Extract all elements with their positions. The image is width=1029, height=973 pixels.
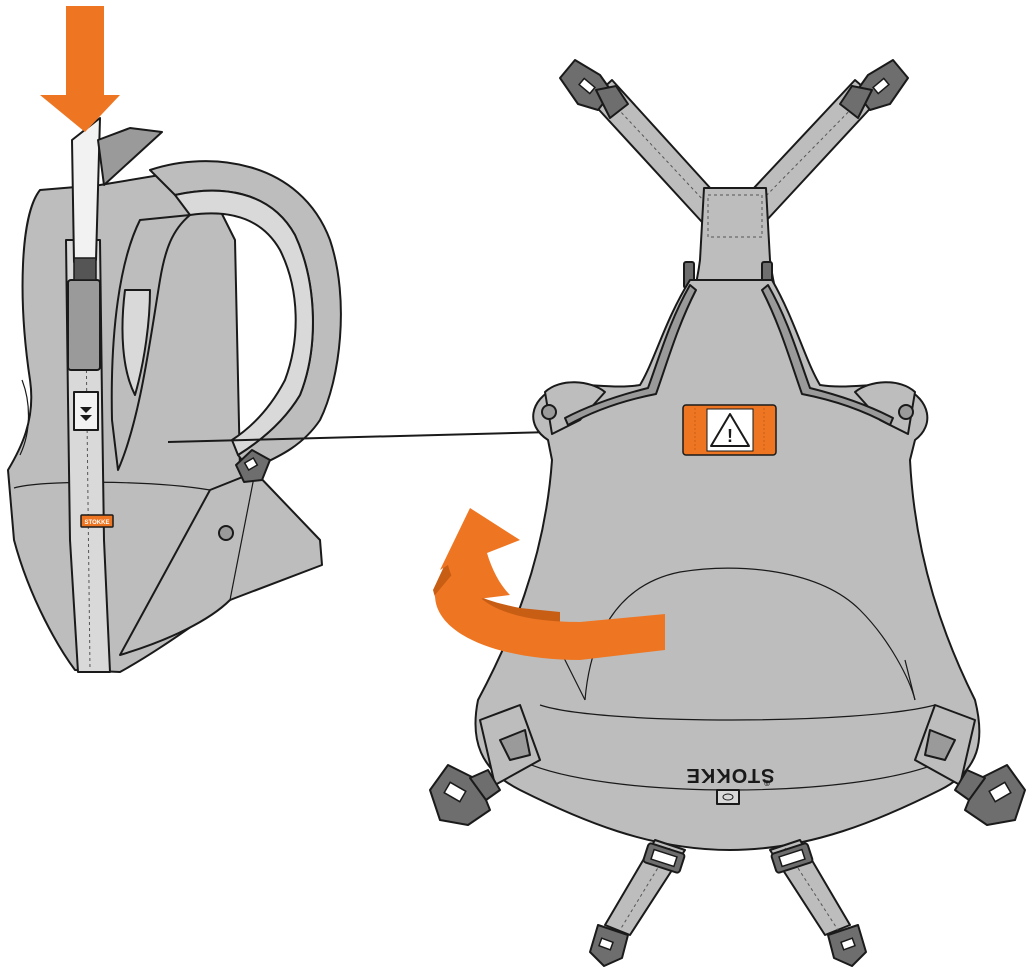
arrow-down-icon: [40, 6, 120, 132]
bottom-tag: [717, 790, 739, 804]
side-brand-text: STOKKE: [85, 520, 110, 526]
warning-symbol: !: [727, 426, 733, 446]
buckle-top-left: [560, 60, 628, 118]
buckle-waist-left: [430, 765, 500, 825]
buckle-top-right: [840, 60, 908, 118]
snap-left: [542, 405, 556, 419]
carrier-flat-view: ! STOKKE ®: [430, 60, 1025, 966]
carrier-side-view: STOKKE: [8, 6, 341, 672]
snap-right: [899, 405, 913, 419]
buckle-waist-right: [955, 765, 1025, 825]
pull-tab-strap: [72, 118, 100, 262]
brand-wordmark-text: STOKKE: [686, 764, 775, 786]
snap-button: [219, 526, 233, 540]
brand-wordmark: STOKKE ®: [686, 764, 775, 787]
strap-adjuster: [68, 280, 100, 370]
brand-trademark: ®: [764, 778, 770, 787]
warning-label: !: [683, 405, 776, 455]
